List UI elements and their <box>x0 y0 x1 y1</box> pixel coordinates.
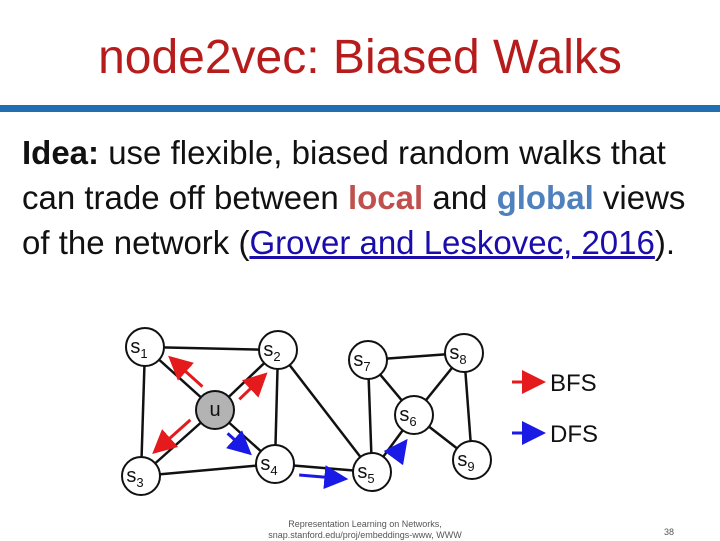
node-s2-label: s2 <box>263 339 280 364</box>
edge-s2-s5 <box>277 349 373 473</box>
bfs-arrow-u-s2 <box>238 372 268 401</box>
node-s8: s8 <box>444 333 484 373</box>
legend-label-dfs: DFS <box>550 421 598 448</box>
idea-text-2: and <box>423 179 497 216</box>
node-s6-circle <box>394 395 434 435</box>
node-s4-label: s4 <box>260 453 277 478</box>
bfs-arrow-u-s1 <box>168 355 204 388</box>
node-s7: s7 <box>348 340 388 380</box>
node-s9: s9 <box>452 440 492 480</box>
node-s7-circle <box>348 340 388 380</box>
page-number: 38 <box>664 527 675 537</box>
title-divider <box>0 105 720 112</box>
idea-text-4: ). <box>654 224 676 261</box>
node-u-circle <box>195 390 235 430</box>
dfs-arrow-s5-s6 <box>383 438 408 466</box>
node-s4: s4 <box>255 444 295 484</box>
node-s2: s2 <box>258 330 298 370</box>
legend-label-bfs: BFS <box>550 370 597 397</box>
footer-credit: Representation Learning on Networks, sna… <box>200 519 530 541</box>
node-s8-circle <box>444 333 484 373</box>
node-u-label: u <box>209 399 220 421</box>
node-s3-circle <box>121 456 161 496</box>
node-s9-label: s9 <box>457 449 474 474</box>
node-s3: s3 <box>121 456 161 496</box>
global-keyword: global <box>496 179 594 216</box>
node-s8-label: s8 <box>449 342 466 367</box>
edge-s1-s2 <box>144 345 279 352</box>
node-s2-circle <box>258 330 298 370</box>
footer-line-1: Representation Learning on Networks, <box>288 519 442 529</box>
idea-text-3: views of the network ( <box>22 179 686 261</box>
node-s5: s5 <box>352 452 392 492</box>
node-s1-circle <box>125 327 165 367</box>
node-s1: s1 <box>125 327 165 367</box>
idea-text-1: use flexible, biased random walks that c… <box>22 134 666 216</box>
local-keyword: local <box>347 179 424 216</box>
slide-title: node2vec: Biased Walks <box>98 31 622 84</box>
node-s6: s6 <box>394 395 434 435</box>
node-s7-label: s7 <box>353 349 370 374</box>
idea-label: Idea: <box>22 134 100 171</box>
node-s9-circle <box>452 440 492 480</box>
edge-s1-s3 <box>139 346 147 477</box>
node-u: u <box>195 390 235 430</box>
idea-paragraph: Idea: use flexible, biased random walks … <box>22 130 702 265</box>
citation-link[interactable]: Grover and Leskovec, 2016 <box>249 224 655 261</box>
node-s1-label: s1 <box>130 336 147 361</box>
bfs-arrow-u-s3 <box>152 418 192 454</box>
node-s4-circle <box>255 444 295 484</box>
node-s5-label: s5 <box>357 461 374 486</box>
node-s6-label: s6 <box>399 404 416 429</box>
footer-line-2: snap.stanford.edu/proj/embeddings-www, W… <box>268 530 462 540</box>
dfs-arrow-u-s4 <box>226 430 252 456</box>
edge-s3-s4 <box>140 462 276 478</box>
dfs-arrow-s4-s5 <box>299 465 349 490</box>
node-s5-circle <box>352 452 392 492</box>
node-s3-label: s3 <box>126 465 143 490</box>
